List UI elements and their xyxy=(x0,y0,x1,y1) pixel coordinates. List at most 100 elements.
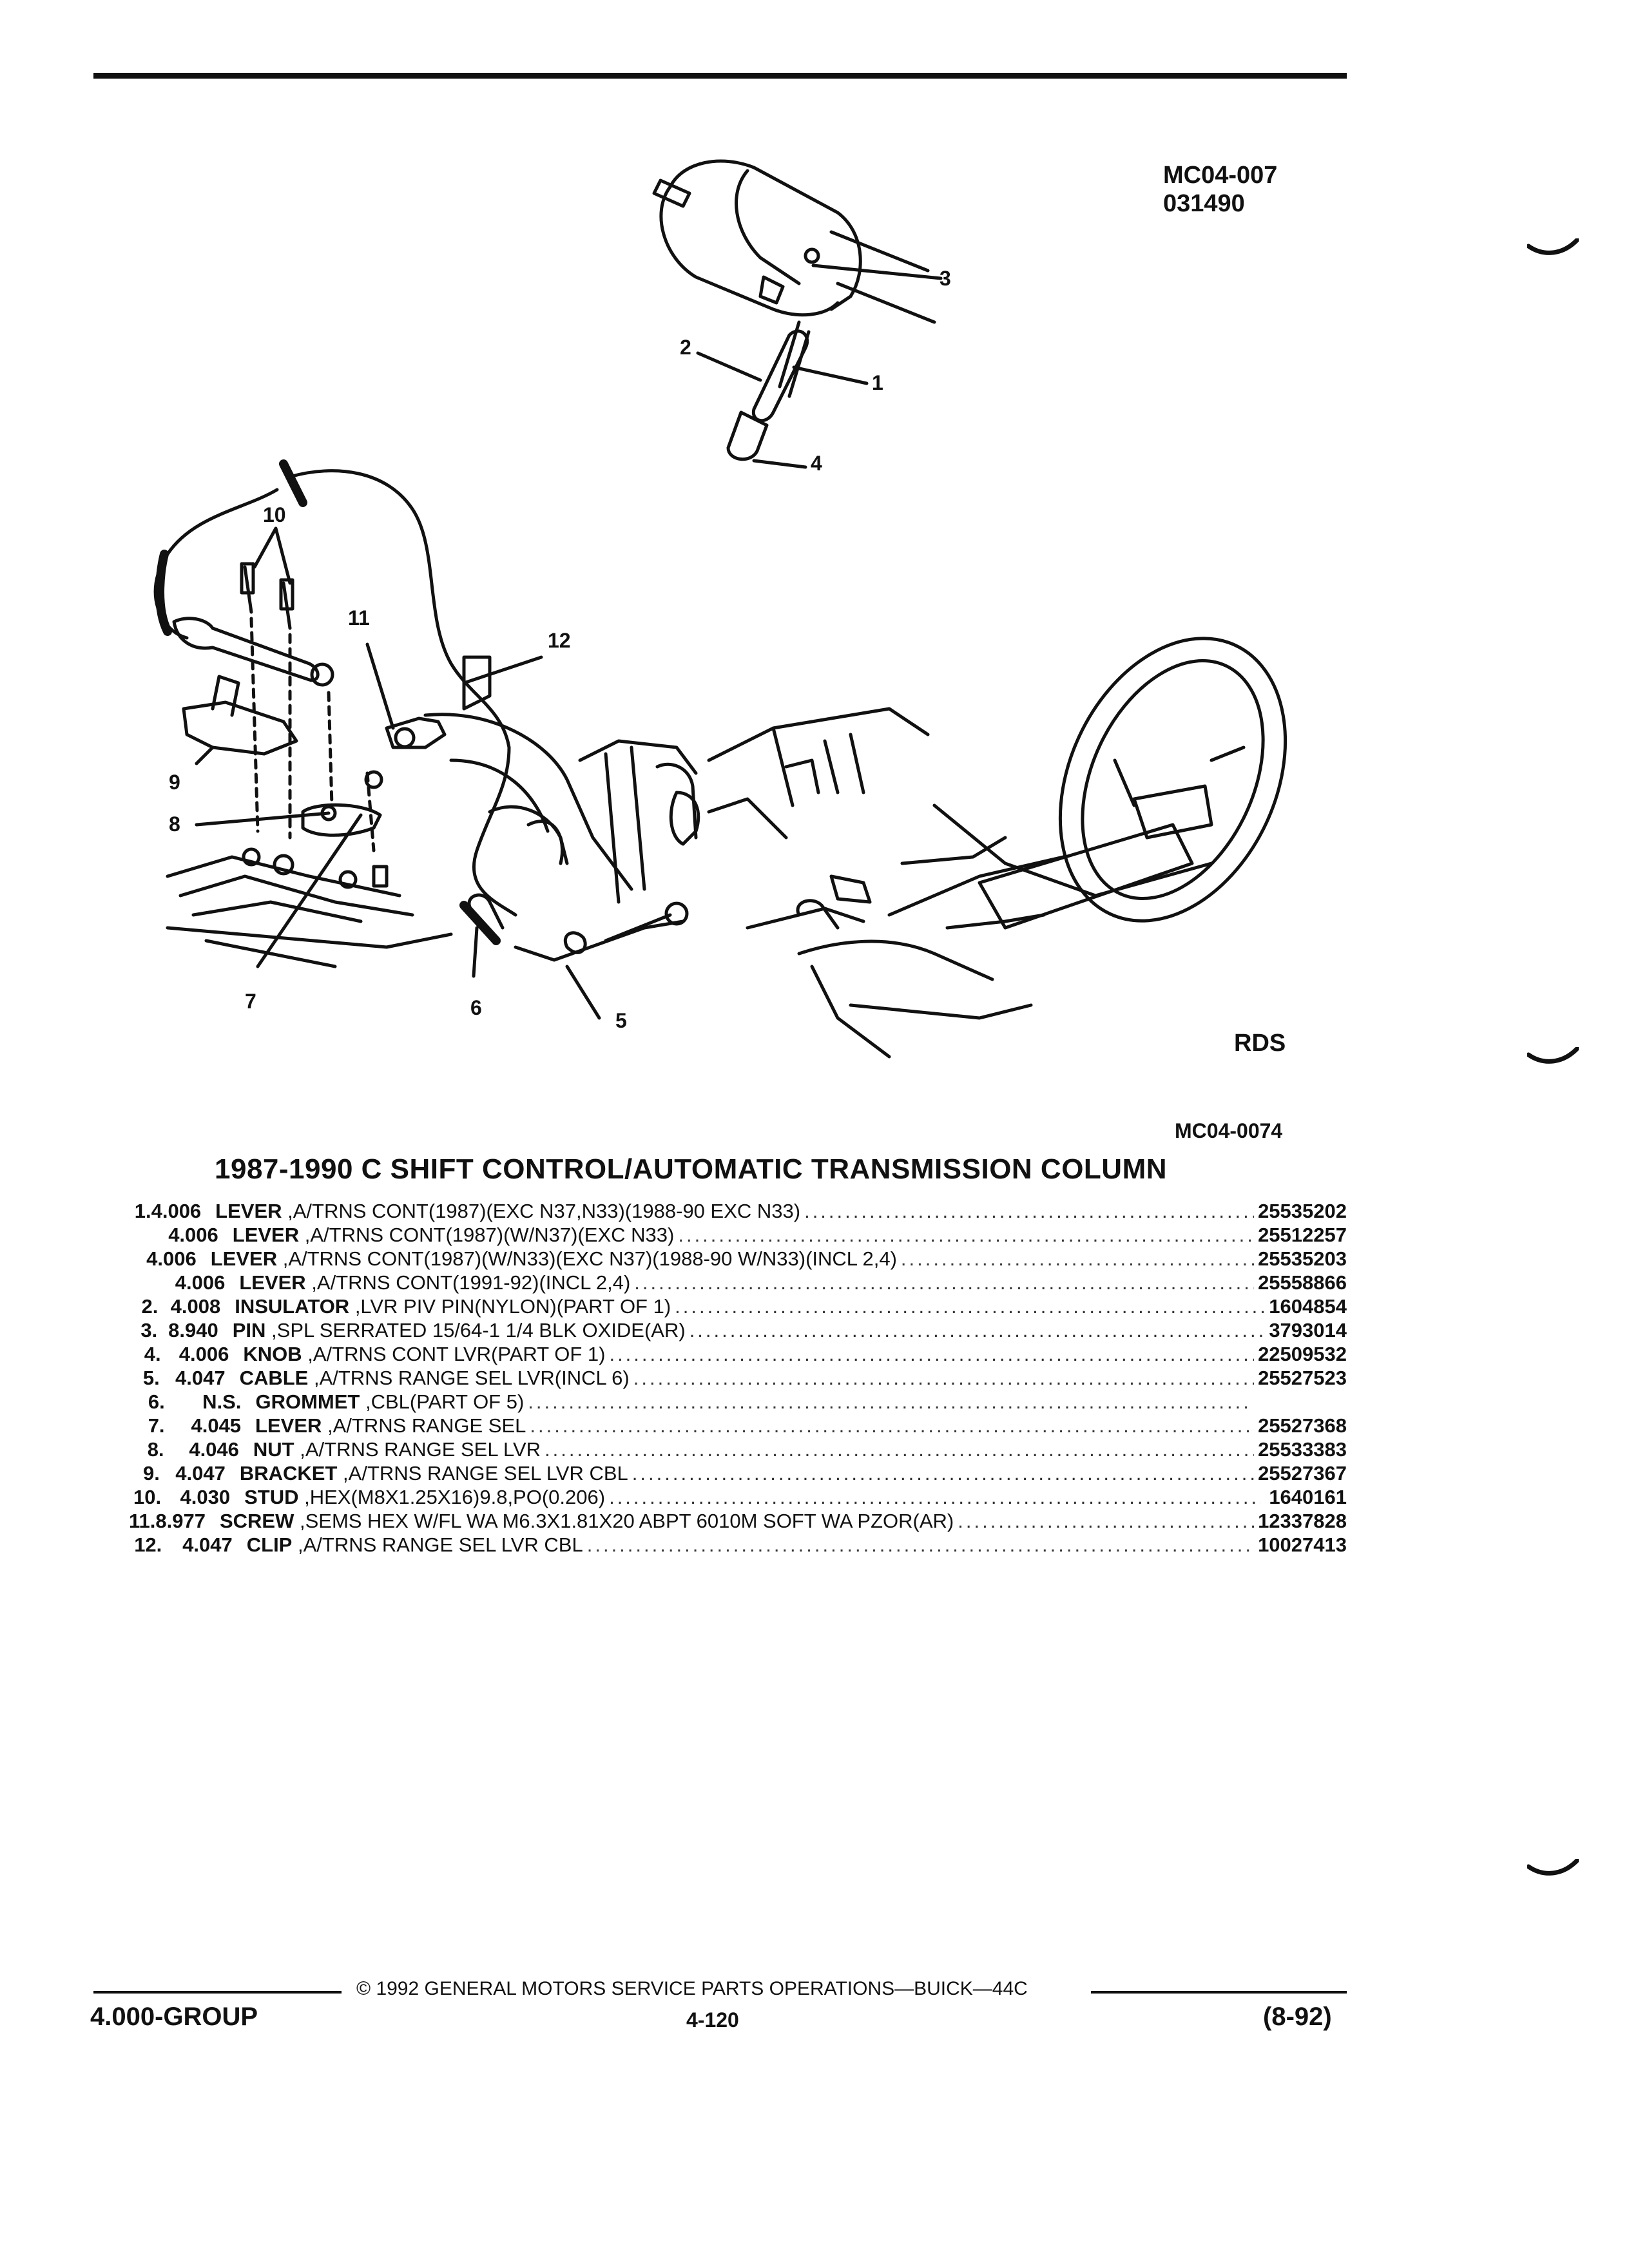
item-number: 9. xyxy=(142,1462,160,1485)
leader-dots: ........................................… xyxy=(900,1247,1254,1270)
part-description: LEVER ,A/TRNS CONT(1987)(EXC N37,N33)(19… xyxy=(215,1200,800,1223)
part-description: INSULATOR ,LVR PIV PIN(NYLON)(PART OF 1) xyxy=(235,1295,671,1318)
item-number: 2. xyxy=(141,1295,159,1318)
cable-end xyxy=(459,893,689,962)
part-description: LEVER ,A/TRNS CONT(1991-92)(INCL 2,4) xyxy=(239,1271,630,1294)
part-description: CABLE ,A/TRNS RANGE SEL LVR(INCL 6) xyxy=(240,1367,630,1390)
part-details: ,A/TRNS CONT LVR(PART OF 1) xyxy=(302,1343,606,1365)
parts-row: 6.N.S.GROMMET ,CBL(PART OF 5)...........… xyxy=(129,1390,1347,1414)
part-name: INSULATOR xyxy=(235,1295,350,1318)
callout-11: 11 xyxy=(348,606,370,629)
binder-mark-top xyxy=(1527,238,1579,255)
item-number: 4. xyxy=(144,1343,161,1365)
part-details: ,A/TRNS RANGE SEL xyxy=(322,1414,526,1437)
part-number: 12337828 xyxy=(1258,1510,1347,1532)
group-number: 4.006 xyxy=(151,1200,202,1222)
part-name: LEVER xyxy=(255,1414,322,1437)
part-details: ,SEMS HEX W/FL WA M6.3X1.81X20 ABPT 6010… xyxy=(294,1510,954,1532)
part-number: 1640161 xyxy=(1269,1486,1347,1508)
part-name: LEVER xyxy=(239,1271,306,1294)
part-name: STUD xyxy=(244,1486,299,1508)
figure-ref-code: MC04-007 xyxy=(1163,162,1278,189)
part-details: ,A/TRNS RANGE SEL LVR xyxy=(294,1438,541,1461)
callout-7: 7 xyxy=(245,990,256,1013)
item-number: 10. xyxy=(133,1486,162,1508)
group-number: 4.047 xyxy=(175,1367,226,1389)
figure-reference-bottom: MC04-0074 xyxy=(1175,1119,1283,1142)
part-name: NUT xyxy=(253,1438,294,1461)
group-number: N.S. xyxy=(202,1390,242,1413)
leader-dots: ........................................… xyxy=(678,1224,1255,1246)
callout-8: 8 xyxy=(169,812,180,836)
callout-6: 6 xyxy=(470,996,482,1019)
exploded-parts-diagram: 3 2 1 4 10 11 12 9 8 7 6 5 xyxy=(153,159,1287,1059)
copyright-notice: © 1992 GENERAL MOTORS SERVICE PARTS OPER… xyxy=(356,1978,1028,1999)
group-label: 4.000-GROUP xyxy=(90,2003,258,2031)
part-number: 25527523 xyxy=(1258,1367,1347,1389)
item-number: 11. xyxy=(129,1510,156,1532)
range-selector-bracket xyxy=(172,562,389,889)
part-number: 25535202 xyxy=(1258,1200,1347,1222)
leader-dots: ........................................… xyxy=(633,1367,1254,1389)
part-number: 25512257 xyxy=(1258,1224,1347,1246)
parts-row: 10. 4.030 STUD ,HEX(M8X1.25X16)9.8,PO(0.20… xyxy=(129,1486,1347,1510)
leader-dots: ........................................… xyxy=(689,1319,1266,1341)
group-number: 4.045 xyxy=(191,1414,242,1437)
leader-dots: ........................................… xyxy=(804,1200,1255,1222)
group-number: 4.047 xyxy=(182,1533,233,1556)
part-details: ,A/TRNS CONT(1987)(W/N33)(EXC N37)(1988-… xyxy=(277,1247,897,1270)
callout-9: 9 xyxy=(169,771,180,794)
part-details: ,A/TRNS RANGE SEL LVR CBL xyxy=(337,1462,628,1485)
part-details: ,A/TRNS CONT(1987)(EXC N37,N33)(1988-90 … xyxy=(282,1200,801,1222)
parts-row: 5. 4.047 CABLE ,A/TRNS RANGE SEL LVR(INCL … xyxy=(129,1367,1347,1390)
clip-and-screw xyxy=(385,655,492,749)
leader-dots: ........................................… xyxy=(634,1271,1254,1294)
part-number: 25527367 xyxy=(1258,1462,1347,1485)
part-number: 25527368 xyxy=(1258,1414,1347,1437)
part-name: BRACKET xyxy=(239,1462,338,1485)
part-number: 25558866 xyxy=(1258,1271,1347,1294)
part-description: STUD ,HEX(M8X1.25X16)9.8,PO(0.206) xyxy=(244,1486,605,1509)
callout-12: 12 xyxy=(548,629,571,652)
group-number: 4.006 xyxy=(178,1343,229,1365)
part-number: 1604854 xyxy=(1269,1295,1347,1318)
callout-1: 1 xyxy=(872,371,883,394)
leader-dots: ........................................… xyxy=(631,1462,1254,1485)
callout-3: 3 xyxy=(940,267,951,290)
steering-column xyxy=(746,637,1287,1059)
item-number: 6. xyxy=(148,1390,165,1413)
figure-reference-top: MC04-007 031490 xyxy=(1163,161,1277,218)
part-description: LEVER ,A/TRNS CONT(1987)(W/N37)(EXC N33) xyxy=(233,1224,675,1247)
group-number: 8.940 xyxy=(168,1319,218,1341)
part-name: KNOB xyxy=(243,1343,302,1365)
page-number: 4-120 xyxy=(686,2008,739,2032)
leader-dots: ........................................… xyxy=(586,1533,1254,1556)
rds-label: RDS xyxy=(1234,1030,1286,1057)
group-number: 4.030 xyxy=(180,1486,231,1508)
leader-dots: ........................................… xyxy=(528,1390,1252,1413)
leader-dots: ........................................… xyxy=(675,1295,1265,1318)
callout-5: 5 xyxy=(615,1009,627,1032)
part-details: ,A/TRNS RANGE SEL LVR CBL xyxy=(292,1533,583,1556)
group-number: 4.008 xyxy=(170,1295,221,1318)
binder-mark-middle xyxy=(1527,1047,1579,1064)
part-description: NUT ,A/TRNS RANGE SEL LVR xyxy=(253,1438,541,1461)
part-name: CLIP xyxy=(246,1533,293,1556)
part-description: BRACKET ,A/TRNS RANGE SEL LVR CBL xyxy=(240,1462,628,1485)
revision-date: (8-92) xyxy=(1263,2003,1332,2031)
shift-cable xyxy=(153,459,517,917)
part-description: SCREW ,SEMS HEX W/FL WA M6.3X1.81X20 ABP… xyxy=(220,1510,954,1533)
binder-mark-bottom xyxy=(1527,1859,1579,1876)
footer-rule-left xyxy=(93,1991,342,1994)
floor-pan xyxy=(166,855,453,968)
top-rule xyxy=(93,73,1347,79)
part-number: 25535203 xyxy=(1258,1247,1347,1270)
item-number: 5. xyxy=(142,1367,160,1389)
part-details: ,A/TRNS CONT(1991-92)(INCL 2,4) xyxy=(305,1271,631,1294)
part-name: GROMMET xyxy=(255,1390,360,1413)
part-name: LEVER xyxy=(232,1224,300,1246)
